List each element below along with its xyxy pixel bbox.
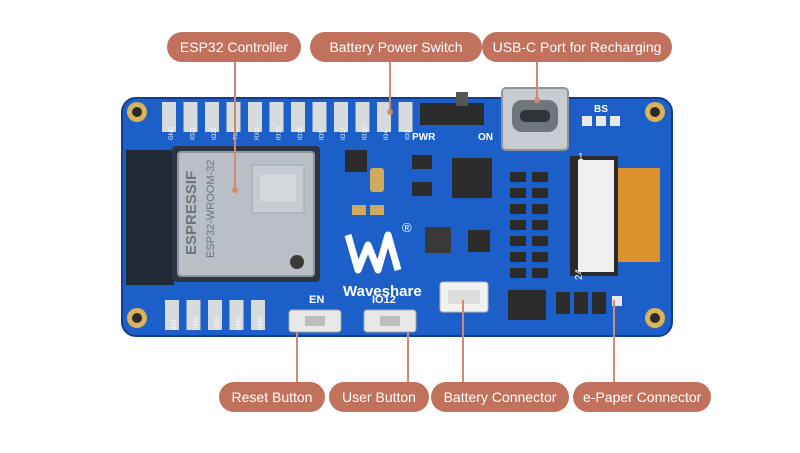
header-pad xyxy=(251,300,265,330)
top-pin-label: IO4 xyxy=(384,130,390,140)
bottom-pin-label: 3V3 xyxy=(172,319,178,330)
header-pad xyxy=(377,102,391,132)
on-label: ON xyxy=(478,132,493,143)
top-pin-label: GND xyxy=(169,126,175,140)
header-pad xyxy=(269,102,284,132)
resistor xyxy=(532,220,548,230)
io12-label: IO12 xyxy=(372,294,396,306)
bottom-pin-label: IO34 xyxy=(194,316,200,330)
header-pad xyxy=(291,102,305,132)
resistor xyxy=(532,268,548,278)
resistor xyxy=(532,188,548,198)
top-pin-label: IO18 xyxy=(298,126,304,140)
bottom-pin-label: IO35 xyxy=(215,316,221,330)
brand-name: Waveshare xyxy=(343,283,422,300)
top-pin-label: IO17 xyxy=(341,126,347,140)
registered-mark: ® xyxy=(402,220,412,235)
pwr-label: PWR xyxy=(412,132,436,143)
header-pad xyxy=(208,300,222,330)
resistor xyxy=(532,204,548,214)
waveshare-logo: ® Waveshare xyxy=(343,220,422,300)
top-pin-label: IO21 xyxy=(191,126,197,140)
epaper-fpc: 1 24 xyxy=(570,152,660,280)
user-button-part: IO12 xyxy=(363,294,417,333)
header-pad xyxy=(186,300,201,330)
top-pin-label: IO22 xyxy=(212,126,218,140)
header-pad xyxy=(162,102,176,132)
top-pin-label: TXD xyxy=(234,127,240,140)
resistor xyxy=(510,236,526,246)
resistor xyxy=(532,236,548,246)
resistor xyxy=(510,204,526,214)
en-label: EN xyxy=(309,294,324,306)
top-pin-label: IO0 xyxy=(406,130,412,140)
fpc-pin-1: 1 xyxy=(578,152,584,163)
module-brand-text: ESPRESSIF xyxy=(183,171,200,255)
top-pin-label: RXD xyxy=(255,127,261,140)
label-usbc-port: USB-C Port for Recharging xyxy=(482,32,672,62)
fpc-pin-24: 24 xyxy=(574,268,585,280)
top-header-pads: GND IO21 IO22 TXD RXD IO19 IO18 IO5 IO17 IO16 IO4 I… xyxy=(162,102,413,140)
esp32-module: ESPRESSIF ESP32-WROOM-32 xyxy=(172,146,320,282)
resistor xyxy=(510,188,526,198)
resistor xyxy=(510,220,526,230)
mounting-holes xyxy=(127,102,665,328)
anchor-dots xyxy=(232,97,540,193)
leader-lines xyxy=(234,62,615,382)
header-pad xyxy=(205,102,219,132)
header-pad xyxy=(398,102,413,132)
antenna-area xyxy=(126,150,174,285)
power-switch: PWR ON xyxy=(412,92,493,143)
label-battery-power-switch: Battery Power Switch xyxy=(310,32,482,62)
header-pad xyxy=(183,102,198,132)
top-pin-label: IO5 xyxy=(320,130,326,140)
resistor xyxy=(510,268,526,278)
label-esp32-controller: ESP32 Controller xyxy=(167,32,301,62)
module-model-text: ESP32-WROOM-32 xyxy=(205,160,217,258)
resistor-array xyxy=(510,172,548,278)
usbc-port xyxy=(501,87,569,151)
battery-connector-part xyxy=(439,281,489,313)
header-pad xyxy=(334,102,348,132)
label-epaper-connector: e-Paper Connector xyxy=(573,382,711,412)
bottom-pin-label: IO33 xyxy=(258,316,264,330)
misc-components xyxy=(345,150,546,320)
resistor xyxy=(510,172,526,182)
label-battery-connector: Battery Connector xyxy=(431,382,569,412)
header-pad xyxy=(248,102,262,132)
bottom-pin-label: IO32 xyxy=(237,316,243,330)
bs-label: BS xyxy=(594,104,608,115)
header-pad xyxy=(165,300,179,330)
label-reset-button: Reset Button xyxy=(219,382,325,412)
top-pin-label: IO16 xyxy=(363,126,369,140)
top-pin-label: IO19 xyxy=(277,126,283,140)
resistor xyxy=(510,252,526,262)
header-pad xyxy=(312,102,327,132)
header-pad xyxy=(229,300,244,330)
header-pad xyxy=(226,102,241,132)
resistor xyxy=(532,172,548,182)
reset-button-part: EN xyxy=(288,294,342,333)
epaper-driver-parts xyxy=(556,292,622,314)
bottom-header-pads: 3V3 IO34 IO35 IO32 IO33 xyxy=(165,300,265,330)
header-pad xyxy=(355,102,370,132)
label-user-button: User Button xyxy=(329,382,429,412)
resistor xyxy=(532,252,548,262)
bs-jumper: BS xyxy=(582,104,620,126)
